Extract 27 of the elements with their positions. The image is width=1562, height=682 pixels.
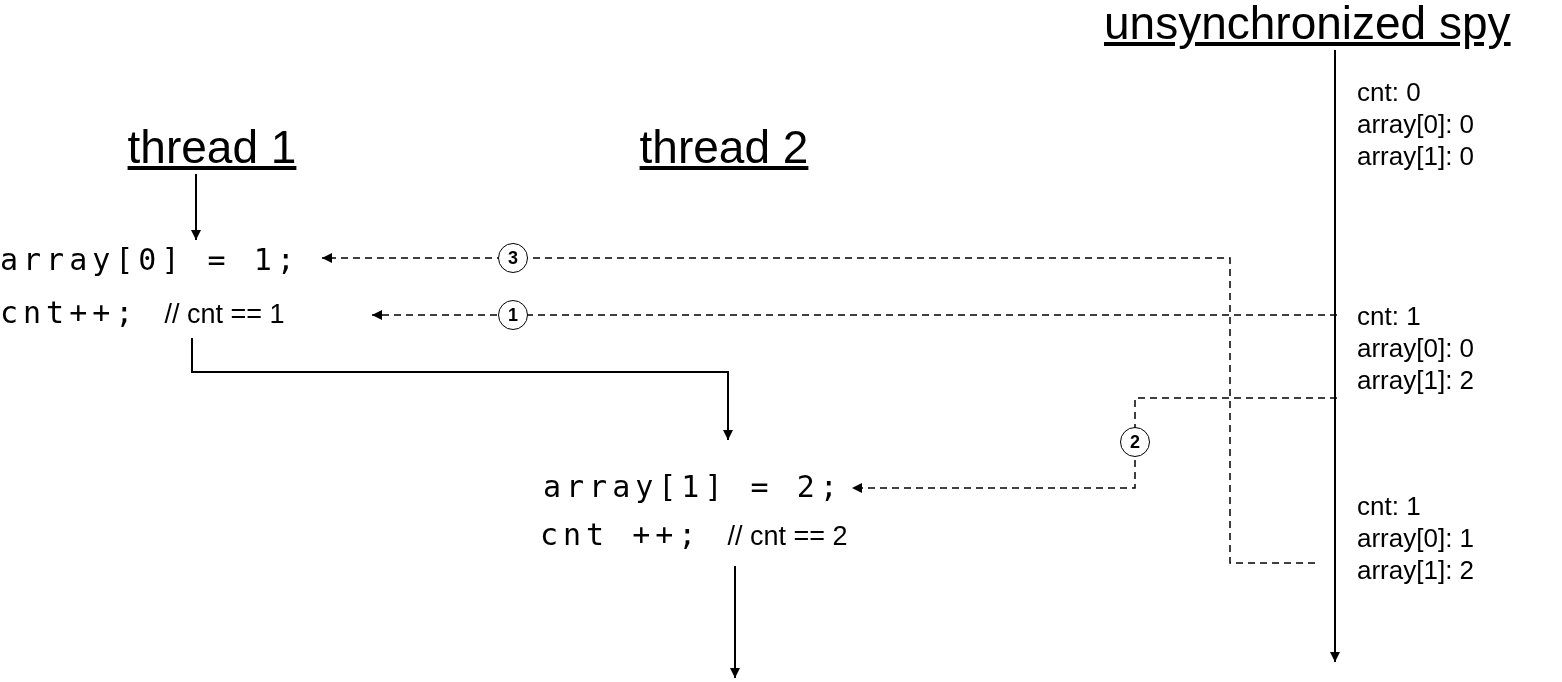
code-line: cnt++; [0,298,139,328]
step-number: 1 [498,300,528,330]
arrow [1330,49,1340,663]
variable-value: array[0]: 0 [1357,332,1476,364]
variable-value: array[1]: 0 [1357,140,1476,172]
step-number: 2 [1120,427,1150,457]
dashed-arrow [321,253,1316,564]
dashed-arrow [851,397,1338,493]
variable-value: cnt: 1 [1357,490,1422,522]
code-comment: // cnt == 2 [727,523,848,550]
lane-heading: thread 2 [638,124,810,170]
arrow [191,337,733,441]
variable-value: cnt: 0 [1357,76,1422,108]
arrow [730,565,740,679]
code-line: array[1] = 2; [543,472,844,502]
variable-value: cnt: 1 [1357,300,1422,332]
code-line: array[0] = 1; [0,245,301,275]
variable-value: array[1]: 2 [1357,364,1476,396]
variable-value: array[1]: 2 [1357,554,1476,586]
dashed-arrow [371,310,1338,320]
variable-value: array[0]: 0 [1357,108,1476,140]
variable-value: array[0]: 1 [1357,522,1476,554]
code-line: cnt ++; [540,520,702,550]
lane-heading: thread 1 [126,124,298,170]
arrow [191,173,201,241]
code-comment: // cnt == 1 [164,301,285,328]
step-number: 3 [498,243,528,273]
